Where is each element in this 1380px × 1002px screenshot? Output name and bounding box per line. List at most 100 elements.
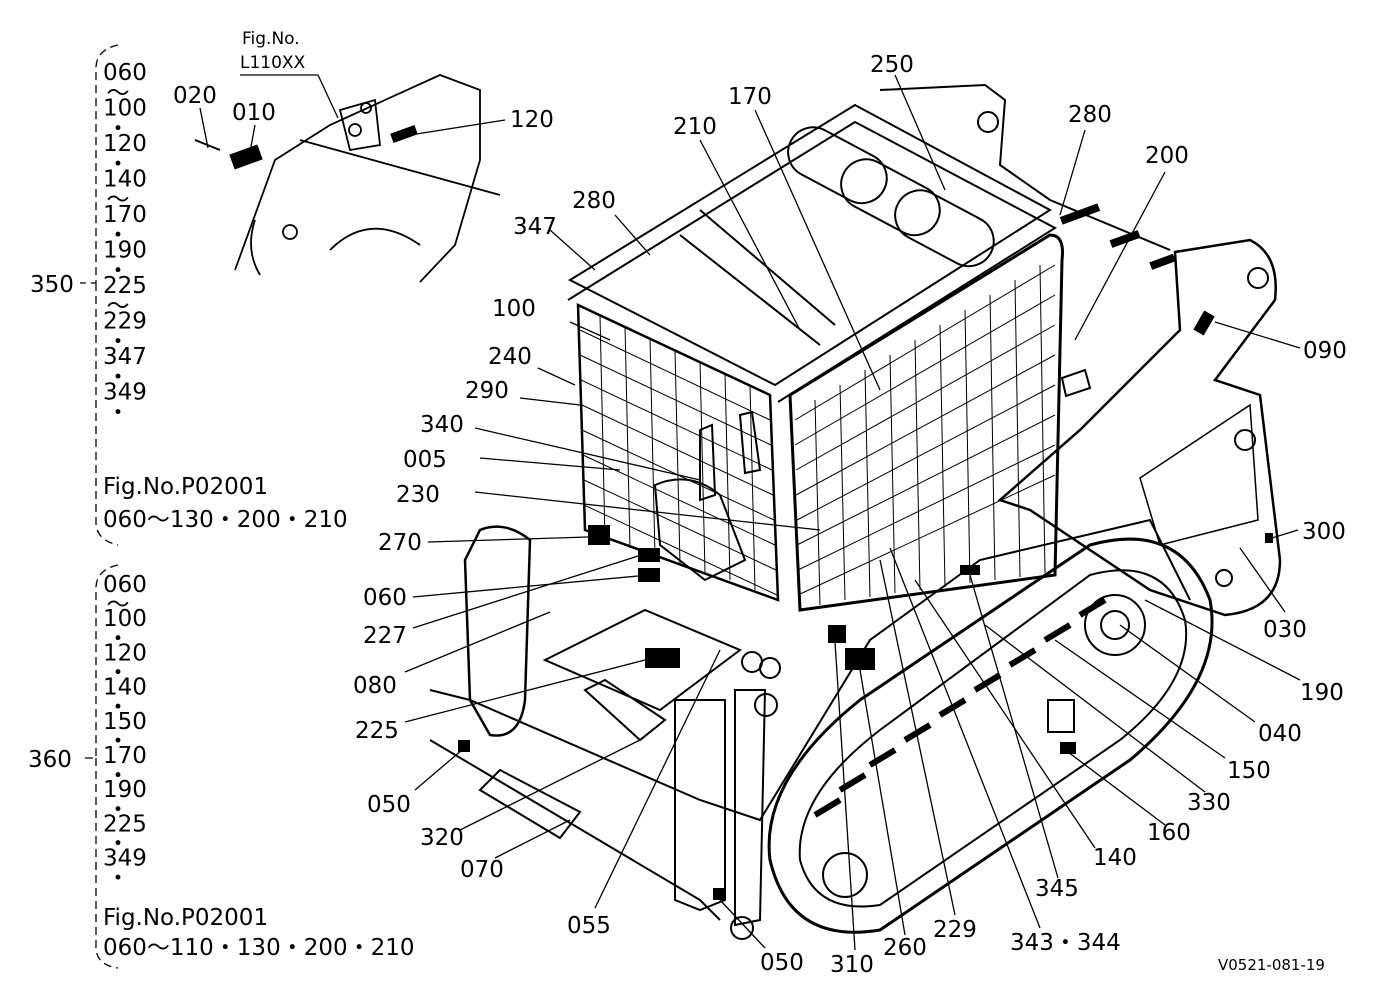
group350-list-separator: 〜 xyxy=(107,294,130,320)
group360-list-item: 225 xyxy=(103,811,147,837)
inset-frame xyxy=(234,74,481,283)
coupler-3 xyxy=(754,693,778,717)
front-mesh-horizontal xyxy=(794,264,1056,596)
leader-345 xyxy=(969,574,1059,879)
leader-140 xyxy=(914,579,1096,849)
side-grille-frame xyxy=(576,303,780,602)
access-cover xyxy=(1047,699,1075,733)
side-mesh-vertical xyxy=(599,314,756,591)
rear-pin xyxy=(977,111,999,133)
label-020: 020 xyxy=(173,83,217,109)
front-grille-frame xyxy=(788,233,1064,612)
inset-decal-120 xyxy=(390,124,418,144)
group350-list-item: 349 xyxy=(103,380,147,406)
arm-pivot-upper xyxy=(1247,267,1269,289)
group-360-list: 060〜100・120・140・150・170・190・225・349・ xyxy=(103,572,147,891)
group360-list-item: 349 xyxy=(103,846,147,872)
inset-wheel xyxy=(329,227,421,251)
inset-decal-010 xyxy=(229,144,263,170)
right-lift-arm xyxy=(997,238,1282,617)
roof-slot-1 xyxy=(787,126,888,205)
group-360: 360 060〜100・120・140・150・170・190・225・349・… xyxy=(28,564,415,969)
decal-roof-3 xyxy=(1149,253,1176,270)
group350-list-item: 140 xyxy=(103,167,147,193)
label-270: 270 xyxy=(378,530,422,556)
group360-list-item: 060 xyxy=(103,572,147,598)
leader-100 xyxy=(569,321,611,341)
label-100: 100 xyxy=(492,296,536,322)
group350-list-separator: ・ xyxy=(107,400,130,426)
coupler-1 xyxy=(741,651,763,673)
label-005: 005 xyxy=(403,447,447,473)
inset-arm xyxy=(250,219,261,276)
group350-list-separator: 〜 xyxy=(107,187,130,213)
leader-270 xyxy=(427,536,589,543)
group360-list-separator: ・ xyxy=(107,831,130,857)
coupler-2 xyxy=(759,657,781,679)
foot-pedal xyxy=(583,678,667,742)
decal-050-bottom xyxy=(713,888,725,900)
inset-caption: Fig.No. L110XX xyxy=(240,29,306,73)
decal-roof-2 xyxy=(1109,230,1141,248)
group360-list-separator: ・ xyxy=(107,660,130,686)
leader-300 xyxy=(1271,529,1299,539)
label-170: 170 xyxy=(728,84,772,110)
label-070: 070 xyxy=(460,857,504,883)
roof-rib-2 xyxy=(679,234,821,346)
group360-list-item: 140 xyxy=(103,675,147,701)
group-350-bracket xyxy=(80,44,119,546)
label-090: 090 xyxy=(1303,338,1347,364)
label-200: 200 xyxy=(1145,143,1189,169)
group-360-fig-range: 060〜110・130・200・210 xyxy=(103,935,415,961)
arm-pivot-lower xyxy=(1234,429,1256,451)
label-280-left: 280 xyxy=(572,188,616,214)
label-260: 260 xyxy=(883,935,927,961)
label-310: 310 xyxy=(830,952,874,978)
group350-list-item: 229 xyxy=(103,309,147,335)
label-210: 210 xyxy=(673,114,717,140)
leader-280-right xyxy=(1059,129,1086,216)
label-060: 060 xyxy=(363,585,407,611)
group350-list-separator: ・ xyxy=(107,152,130,178)
leader-050-bottom xyxy=(719,899,766,949)
label-050-left: 050 xyxy=(367,792,411,818)
roof-slot-2 xyxy=(840,158,941,237)
decals xyxy=(458,203,1273,900)
right-joystick xyxy=(738,410,762,475)
label-140: 140 xyxy=(1093,845,1137,871)
group350-list-item: 225 xyxy=(103,273,147,299)
group-360-number: 360 xyxy=(28,747,72,773)
part-labels: 020 010 120 250 170 210 280 200 347 280 … xyxy=(173,52,1347,978)
inset-plate xyxy=(338,98,381,152)
group-350-fig-ref: Fig.No.P02001 xyxy=(103,474,268,500)
label-160: 160 xyxy=(1147,820,1191,846)
label-030: 030 xyxy=(1263,617,1307,643)
leader-040 xyxy=(1119,624,1256,723)
leader-225 xyxy=(404,659,646,723)
label-040: 040 xyxy=(1258,721,1302,747)
group350-list-separator: 〜 xyxy=(107,81,130,107)
inset-hole xyxy=(282,224,298,240)
leader-020 xyxy=(199,107,209,149)
leader-230 xyxy=(474,491,821,531)
leader-lines xyxy=(199,74,1301,951)
leader-210 xyxy=(699,139,801,331)
left-cylinder xyxy=(674,699,726,912)
label-240: 240 xyxy=(488,344,532,370)
label-225: 225 xyxy=(355,718,399,744)
track-outer xyxy=(767,537,1214,934)
front-idler xyxy=(822,852,868,898)
leader-005 xyxy=(479,457,621,471)
decal-310 xyxy=(828,625,846,643)
leader-280-left xyxy=(614,214,651,256)
group360-list-item: 100 xyxy=(103,606,147,632)
group360-list-separator: ・ xyxy=(107,694,130,720)
label-190: 190 xyxy=(1300,680,1344,706)
leader-070 xyxy=(494,819,571,859)
group350-list-item: 347 xyxy=(103,344,147,370)
group-350-list: 060〜100・120・140〜170・190・225〜229・347・349・ xyxy=(103,60,147,426)
leader-340 xyxy=(474,427,701,481)
group-350-number: 350 xyxy=(30,272,74,298)
leader-030 xyxy=(1239,547,1286,613)
